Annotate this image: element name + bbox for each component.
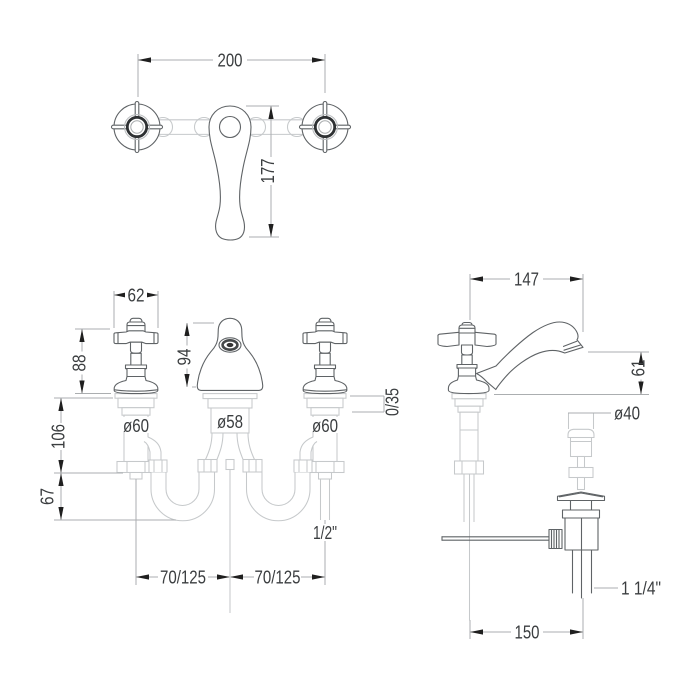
front-view: 62 88 94 106 bbox=[37, 285, 403, 613]
top-right-cross-handle bbox=[298, 100, 352, 154]
top-left-cross-handle bbox=[110, 100, 164, 154]
side-valve-shank bbox=[451, 393, 487, 522]
dim-94: 94 bbox=[174, 322, 214, 388]
dim-177: 177 bbox=[246, 105, 279, 238]
dim-62: 62 bbox=[113, 285, 159, 328]
spout-front bbox=[196, 317, 264, 391]
dim-147-label: 147 bbox=[514, 269, 539, 290]
right-valve-diameter-label: ø60 bbox=[312, 415, 338, 436]
left-valve-shank bbox=[114, 393, 216, 522]
spout-mouth-line2 bbox=[563, 344, 582, 351]
dim-94-label: 94 bbox=[174, 349, 195, 366]
tap-body-side bbox=[475, 321, 584, 391]
dim-88: 88 bbox=[69, 328, 111, 394]
dim-67-label: 67 bbox=[37, 488, 58, 505]
spout-shank bbox=[197, 393, 263, 613]
side-stem bbox=[461, 354, 473, 366]
waste-thread-label: 1 1/4" bbox=[621, 578, 661, 599]
dim-67: 67 bbox=[37, 473, 176, 521]
dim-106-label: 106 bbox=[48, 424, 69, 449]
right-spacing-label: 70/125 bbox=[255, 567, 301, 588]
aerator-ring bbox=[221, 338, 239, 351]
side-left-arm bbox=[437, 331, 460, 348]
dim-150: 150 bbox=[469, 598, 584, 643]
dim-0-35-label: 0/35 bbox=[382, 388, 403, 416]
right-valve-shank bbox=[245, 393, 347, 522]
front-left-cross-handle bbox=[113, 317, 159, 395]
dim-61: 61 bbox=[494, 351, 649, 395]
top-view: 200 177 bbox=[110, 50, 352, 241]
dim-62-label: 62 bbox=[128, 285, 145, 306]
dim-150-label: 150 bbox=[515, 622, 540, 643]
dim-147: 147 bbox=[469, 269, 584, 332]
right-supply-tail bbox=[317, 471, 333, 520]
dim-70-125: 1/2" 70/125 70/125 bbox=[135, 479, 339, 588]
side-bonnet bbox=[456, 363, 478, 377]
spout-mouth-line bbox=[562, 340, 578, 347]
dim-88-label: 88 bbox=[69, 355, 90, 372]
dim-o40: ø40 bbox=[568, 403, 640, 424]
left-valve-diameter-label: ø60 bbox=[123, 415, 149, 436]
side-right-arm bbox=[474, 331, 497, 348]
dim-1-1-4: 1 1/4" bbox=[594, 578, 661, 599]
lever-spout-top bbox=[208, 105, 252, 241]
spout-diameter-label: ø58 bbox=[217, 411, 243, 432]
front-right-cross-handle bbox=[302, 317, 348, 395]
dim-61-label: 61 bbox=[628, 360, 649, 377]
side-cap bbox=[458, 324, 476, 334]
left-spacing-label: 70/125 bbox=[160, 567, 206, 588]
dim-106: 106 bbox=[48, 397, 123, 474]
side-spoke bbox=[460, 344, 474, 356]
dim-177-label: 177 bbox=[257, 159, 278, 184]
dim-200-label: 200 bbox=[218, 50, 243, 71]
supply-thread-label: 1/2" bbox=[313, 522, 337, 543]
lever-hub bbox=[218, 115, 242, 139]
aerator-core bbox=[226, 342, 234, 348]
dim-0-35: 0/35 bbox=[350, 388, 403, 416]
side-base-bell bbox=[447, 375, 490, 395]
popup-plug bbox=[567, 413, 595, 491]
dim-200: 200 bbox=[137, 50, 326, 97]
plug-diameter-label: ø40 bbox=[614, 403, 640, 424]
popup-waste bbox=[441, 491, 606, 599]
side-view: 147 61 ø40 1 1/4" 150 bbox=[437, 269, 661, 643]
